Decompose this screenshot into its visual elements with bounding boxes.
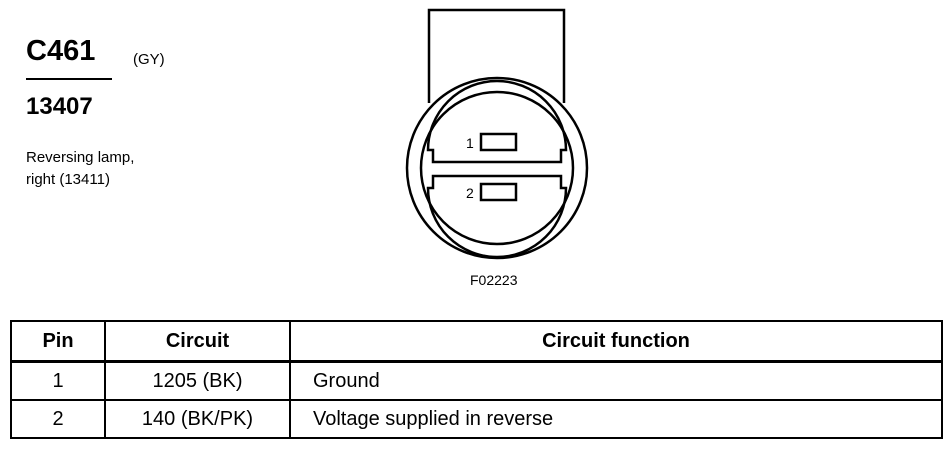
- description-line-2: right (13411): [26, 171, 110, 188]
- connector-face-diagram: 1 2: [405, 8, 589, 260]
- header-circuit: Circuit: [104, 320, 291, 363]
- cell-circuit: 1205 (BK): [104, 360, 291, 401]
- pin-label-1: 1: [466, 135, 474, 151]
- connector-outer-ring: [405, 76, 589, 260]
- table-row: 1 1205 (BK) Ground: [10, 360, 943, 401]
- connector-keyway-upper: [426, 79, 568, 164]
- part-number: 13407: [26, 93, 93, 120]
- pin-table: Pin Circuit Circuit function 1 1205 (BK)…: [10, 320, 943, 439]
- header-circuit-function: Circuit function: [289, 320, 943, 363]
- table-header-row: Pin Circuit Circuit function: [10, 320, 943, 363]
- cell-pin: 1: [10, 360, 106, 401]
- pin-cavity-1: [479, 132, 518, 152]
- description-line-1: Reversing lamp,: [26, 149, 135, 166]
- connector-inner-ring: [419, 90, 575, 246]
- connector-id: C461: [26, 35, 96, 67]
- connector-keyway-lower: [426, 174, 568, 259]
- cell-pin: 2: [10, 399, 106, 439]
- connector-description: Reversing lamp, right (13411): [26, 147, 134, 191]
- table-row: 2 140 (BK/PK) Voltage supplied in revers…: [10, 399, 943, 439]
- pin-label-2: 2: [466, 185, 474, 201]
- pin-cavity-2: [479, 182, 518, 202]
- cell-circuit: 140 (BK/PK): [104, 399, 291, 439]
- figure-code: F02223: [470, 272, 518, 288]
- connector-body-outline: [427, 8, 566, 103]
- connector-id-underline: [26, 78, 112, 80]
- header-pin: Pin: [10, 320, 106, 363]
- cell-circuit-function: Voltage supplied in reverse: [289, 399, 943, 439]
- connector-color-code: (GY): [133, 51, 165, 68]
- cell-circuit-function: Ground: [289, 360, 943, 401]
